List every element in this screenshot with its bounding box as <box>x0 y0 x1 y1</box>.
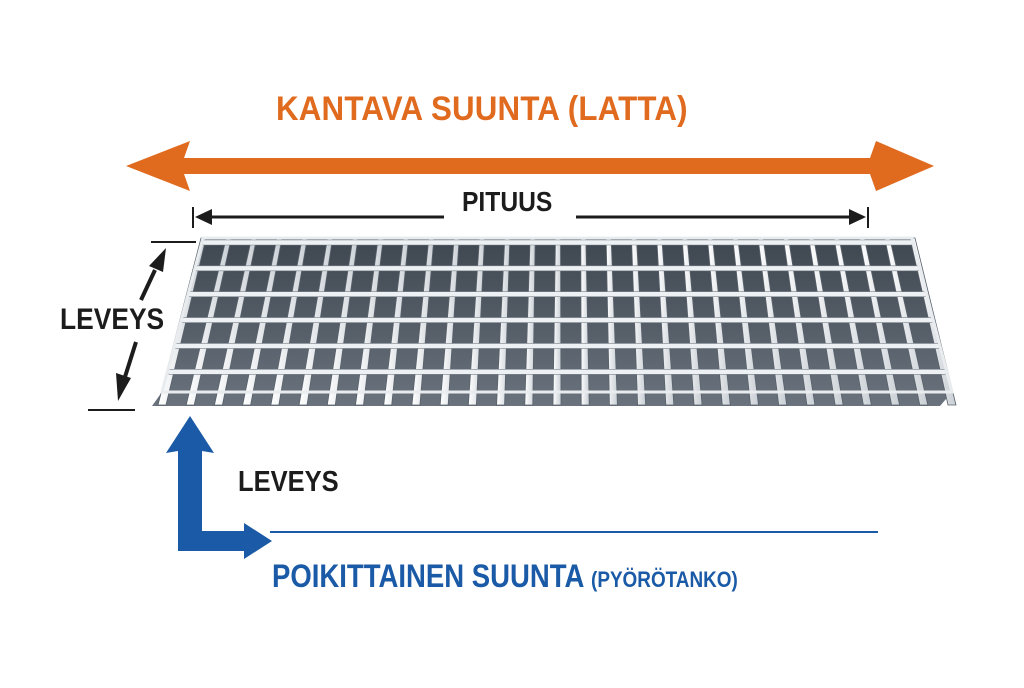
cross-rods <box>167 239 947 375</box>
cross-rod <box>174 343 941 349</box>
length-label: PITUUS <box>462 186 553 217</box>
cross-rod <box>167 369 947 375</box>
cross-rod <box>187 291 927 298</box>
length-dimension-arrow-icon <box>192 207 869 228</box>
cross-direction-label: POIKITTAINEN SUUNTA (PYÖRÖTANKO) <box>272 560 738 592</box>
load-direction-label: KANTAVA SUUNTA (LATTA) <box>276 90 688 128</box>
double-headed-horizontal-arrow-icon <box>126 141 934 191</box>
cross-axis-label: LEVEYS <box>238 466 339 498</box>
cross-direction-sub: (PYÖRÖTANKO) <box>591 567 738 592</box>
width-dimension-arrow-icon <box>88 241 196 411</box>
cross-rod <box>180 317 934 323</box>
width-label: LEVEYS <box>60 303 165 336</box>
cross-direction-main: POIKITTAINEN SUUNTA <box>272 558 584 594</box>
corner-arrow-up-right-icon <box>166 416 272 559</box>
cross-rod <box>201 239 914 246</box>
cross-rod <box>194 265 921 272</box>
grating-illustration <box>152 236 957 406</box>
